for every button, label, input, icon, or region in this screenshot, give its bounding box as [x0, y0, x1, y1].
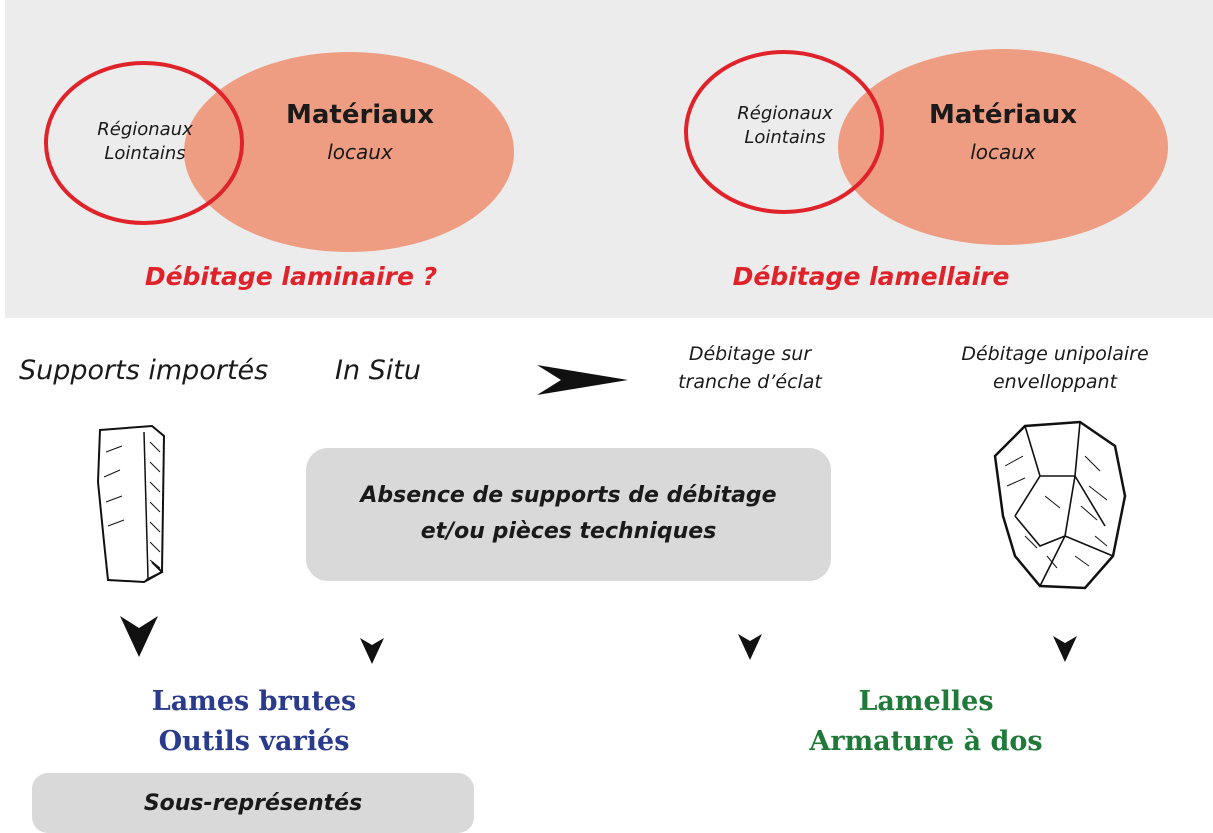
right-materials-sub: locaux — [970, 140, 1036, 164]
right-result-line2: Armature à dos — [809, 726, 1043, 757]
right-regional-label: Régionaux Lointains — [700, 102, 870, 150]
right-regional-line1: Régionaux — [737, 103, 833, 124]
tranche-label: Débitage sur tranche d’éclat — [640, 340, 860, 396]
left-result: Lames brutes Outils variés — [94, 682, 414, 762]
absence-line2: et/ou pièces techniques — [420, 519, 717, 544]
absence-line1: Absence de supports de débitage — [360, 483, 777, 508]
sous-representes-label: Sous-représentés — [143, 791, 363, 816]
right-regional-line2: Lointains — [744, 127, 826, 148]
left-regional-line2: Lointains — [104, 143, 186, 164]
left-local-ellipse — [184, 52, 514, 252]
arrowhead-icon — [537, 365, 628, 395]
left-method-label: Débitage laminaire ? — [144, 262, 438, 291]
right-method-label: Débitage lamellaire — [732, 262, 1010, 291]
absence-box — [306, 448, 831, 581]
unipolaire-label: Débitage unipolaire envelloppant — [930, 340, 1180, 396]
unipolaire-line2: envelloppant — [992, 371, 1118, 393]
arrow-down-icon — [738, 634, 762, 660]
left-result-line2: Outils variés — [158, 726, 350, 757]
right-materials-label: Matériaux — [928, 100, 1078, 130]
right-local-ellipse — [838, 49, 1168, 245]
tranche-line2: tranche d’éclat — [678, 371, 822, 393]
unipolaire-line1: Débitage unipolaire — [961, 343, 1149, 365]
stone-blade-drawing-icon — [96, 424, 166, 584]
left-materials-label: Matériaux — [285, 100, 435, 130]
right-result-line1: Lamelles — [858, 686, 994, 717]
arrow-down-icon — [360, 638, 384, 664]
venn-diagrams — [44, 49, 1168, 252]
left-regional-label: Régionaux Lointains — [60, 118, 230, 166]
sous-representes-box — [32, 773, 474, 833]
absence-box-text: Absence de supports de débitage et/ou pi… — [306, 478, 831, 550]
supports-importes-label: Supports importés — [19, 355, 269, 386]
left-regional-line1: Régionaux — [97, 119, 193, 140]
arrow-down-icon — [120, 616, 158, 657]
right-result: Lamelles Armature à dos — [766, 682, 1086, 762]
in-situ-label: In Situ — [335, 355, 421, 386]
left-regional-circle — [44, 61, 244, 225]
left-result-line1: Lames brutes — [151, 686, 357, 717]
arrow-down-icon — [1053, 636, 1077, 662]
right-regional-circle — [684, 50, 884, 214]
stone-core-drawing-icon — [993, 420, 1127, 590]
tranche-line1: Débitage sur — [688, 343, 812, 365]
left-materials-sub: locaux — [327, 140, 393, 164]
